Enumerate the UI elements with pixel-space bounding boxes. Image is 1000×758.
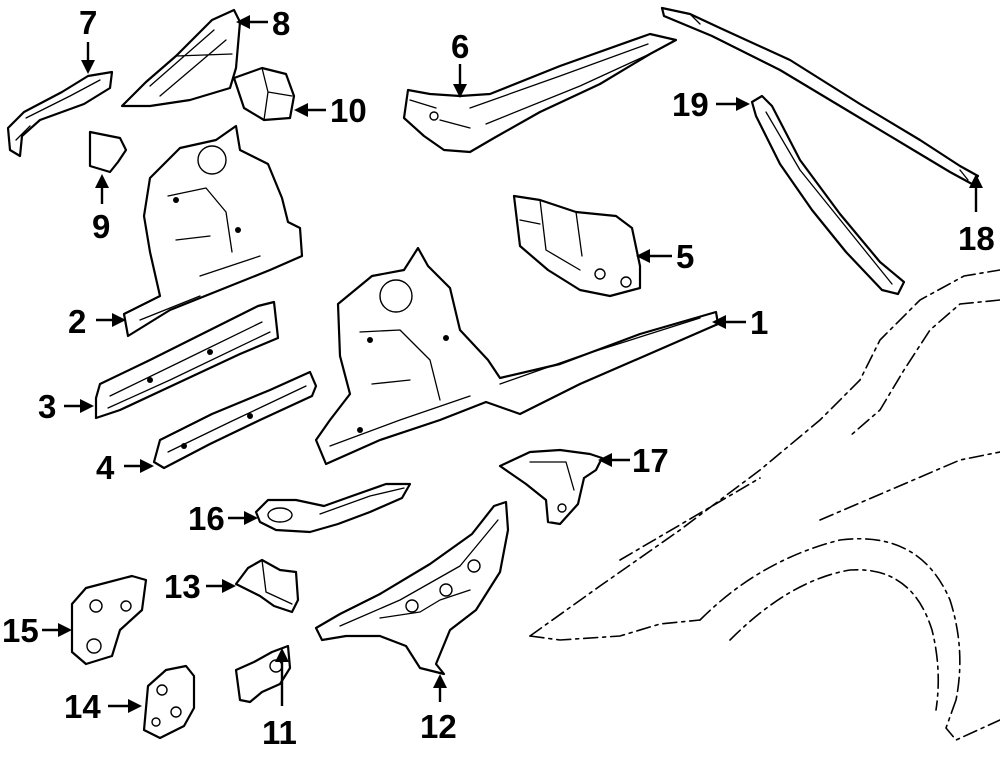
callout-17: 17: [598, 442, 669, 479]
callout-label-1: 1: [750, 304, 768, 341]
callout-12: 12: [420, 674, 457, 745]
part-12-support[interactable]: [314, 500, 510, 676]
part-9-plate[interactable]: [88, 130, 128, 174]
callout-label-6: 6: [451, 28, 469, 65]
callout-8: 8: [236, 5, 290, 42]
callout-label-8: 8: [272, 5, 290, 42]
part-15-plate[interactable]: [70, 574, 148, 666]
part-6-rail[interactable]: [402, 32, 678, 154]
callout-4: 4: [96, 449, 154, 486]
part-5-bracket[interactable]: [512, 194, 642, 298]
callout-label-7: 7: [79, 4, 97, 41]
part-19-strut[interactable]: [750, 94, 906, 296]
callout-label-16: 16: [188, 500, 225, 537]
callout-label-11: 11: [262, 714, 297, 751]
callout-14: 14: [64, 688, 142, 725]
part-14-plate[interactable]: [142, 664, 196, 740]
callout-5: 5: [636, 238, 694, 275]
part-18-strut[interactable]: [660, 6, 980, 186]
part-1-apron-assembly[interactable]: [314, 246, 720, 466]
callout-label-14: 14: [64, 688, 101, 725]
callout-16: 16: [188, 500, 258, 537]
callout-15: 15: [2, 612, 72, 649]
callout-19: 19: [672, 86, 750, 123]
callout-13: 13: [164, 568, 236, 605]
callout-6: 6: [451, 28, 469, 98]
part-17-bracket[interactable]: [498, 448, 604, 526]
callout-label-19: 19: [672, 86, 709, 123]
callout-3: 3: [38, 388, 94, 425]
part-16-bracket[interactable]: [254, 482, 412, 534]
callout-label-10: 10: [330, 92, 367, 129]
callout-label-12: 12: [420, 708, 457, 745]
fender-outline: [529, 269, 1000, 741]
callout-label-13: 13: [164, 568, 201, 605]
callout-9: 9: [92, 174, 110, 245]
part-4-rail[interactable]: [152, 370, 318, 470]
callout-7: 7: [79, 4, 97, 74]
callout-label-18: 18: [958, 220, 995, 257]
callout-1: 1: [712, 304, 768, 341]
callout-label-2: 2: [68, 303, 86, 340]
callout-label-3: 3: [38, 388, 56, 425]
part-7-bracket[interactable]: [6, 70, 114, 158]
callout-label-17: 17: [632, 442, 669, 479]
part-3-rail[interactable]: [94, 300, 280, 420]
callout-18: 18: [958, 174, 995, 257]
callout-label-9: 9: [92, 208, 110, 245]
callout-2: 2: [68, 303, 126, 340]
part-10-box[interactable]: [232, 66, 296, 122]
part-13-bracket[interactable]: [234, 558, 300, 614]
callout-label-5: 5: [676, 238, 694, 275]
callout-11: 11: [262, 648, 297, 751]
callout-10: 10: [294, 92, 367, 129]
callout-label-4: 4: [96, 449, 115, 486]
part-8-cowl-panel[interactable]: [120, 8, 242, 108]
part-2-apron[interactable]: [122, 124, 304, 338]
callout-label-15: 15: [2, 612, 39, 649]
